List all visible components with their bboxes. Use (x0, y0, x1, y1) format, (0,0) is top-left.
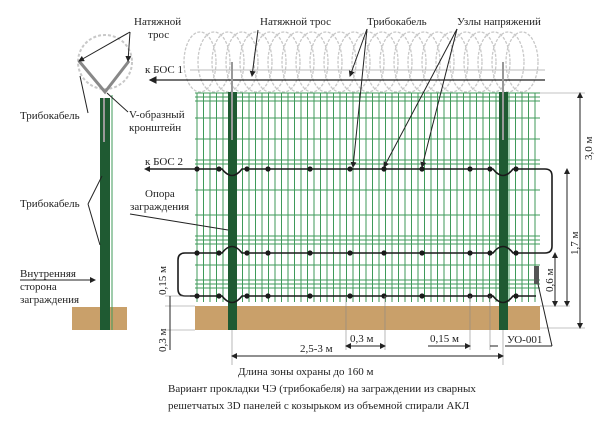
coil-loop (225, 31, 259, 93)
zone-length: Длина зоны охраны до 160 м (238, 366, 373, 378)
front-view: к БОС 1 к БОС 2 Натяжной трос Трибокабел… (129, 16, 553, 330)
stress-node (347, 293, 353, 299)
dim-height-bos2: 1,7 м (569, 232, 581, 256)
stress-node (513, 293, 519, 299)
stress-node (419, 166, 425, 172)
fence-post-left (228, 92, 237, 330)
stress-nodes (194, 166, 519, 299)
stress-node (347, 250, 353, 256)
stress-node (307, 166, 313, 172)
coil-loop (337, 31, 371, 93)
coil-loop (435, 31, 469, 93)
front-soil (195, 306, 540, 330)
coil-loop (463, 31, 497, 93)
stress-node (347, 166, 353, 172)
coil-loop (253, 31, 287, 93)
stress-node (265, 166, 271, 172)
stress-node (419, 250, 425, 256)
side-coil (77, 34, 133, 90)
coil-loop (323, 31, 357, 93)
coil-loop (379, 31, 413, 93)
dim-node-spacing: 0,3 м (350, 333, 374, 345)
label-device: УО-001 (507, 334, 542, 346)
stress-node (307, 250, 313, 256)
label-to-bos1: к БОС 1 (145, 64, 183, 76)
razor-wire-coils (183, 31, 545, 93)
coil-loop (309, 31, 343, 93)
stress-node (381, 166, 387, 172)
stress-node (194, 250, 200, 256)
dim-depth: 0,3 м (157, 329, 169, 353)
stress-node (216, 166, 222, 172)
stress-node (265, 293, 271, 299)
stress-node (216, 250, 222, 256)
stress-node (467, 250, 473, 256)
label-tribocable: Трибокабель (367, 16, 427, 28)
coil-loop (365, 31, 399, 93)
label-inner-side-2: сторона (20, 281, 57, 293)
label-support: Опора (145, 188, 175, 200)
label-stress-nodes: Узлы напряжений (457, 16, 541, 28)
stress-node (513, 166, 519, 172)
side-view: Натяжной трос Трибокабель V-образный кро… (20, 16, 185, 330)
stress-node (487, 166, 493, 172)
coil-loop (239, 31, 273, 93)
coil-loop (267, 31, 301, 93)
label-tribocable-side-lower: Трибокабель (20, 198, 80, 210)
label-tension-rope-side-2: трос (148, 29, 169, 41)
coil-loop (393, 31, 427, 93)
stress-node (307, 293, 313, 299)
stress-node (194, 293, 200, 299)
stress-node (381, 293, 387, 299)
stress-node (244, 293, 250, 299)
label-v-bracket-2: кронштейн (129, 122, 181, 134)
coil-loop (281, 31, 315, 93)
dim-height-total: 3,0 м (583, 137, 595, 161)
coil-loop (295, 31, 329, 93)
coil-loop (491, 31, 525, 93)
coil-loop (449, 31, 483, 93)
label-tribocable-side-upper: Трибокабель (20, 110, 80, 122)
stress-node (487, 250, 493, 256)
stress-node (244, 250, 250, 256)
dim-node-offset: 0,15 м (430, 333, 459, 345)
side-soil (72, 307, 127, 330)
coil-loop (407, 31, 441, 93)
dimensions: 3,0 м 1,7 м 0,6 м 0,15 м 0,3 м 2,5-3 м 0… (157, 92, 595, 365)
stress-node (419, 293, 425, 299)
label-tension-rope-side: Натяжной (134, 16, 181, 28)
coil-loop (477, 31, 511, 93)
label-to-bos2: к БОС 2 (145, 156, 183, 168)
coil-loop (505, 31, 539, 93)
coil-loop (421, 31, 455, 93)
dim-height-lower: 0,6 м (544, 269, 556, 293)
coil-loop (197, 31, 231, 93)
stress-node (194, 166, 200, 172)
device-uo001 (534, 266, 539, 284)
mesh-panel (195, 92, 540, 302)
dim-post-spacing: 2,5-3 м (300, 343, 333, 355)
stress-node (216, 293, 222, 299)
stress-node (244, 166, 250, 172)
stress-node (381, 250, 387, 256)
caption-line-1: Вариант прокладки ЧЭ (трибокабеля) на за… (168, 383, 476, 395)
coil-loop (183, 31, 217, 93)
stress-node (513, 250, 519, 256)
coil-loop (351, 31, 385, 93)
label-support-2: заграждения (130, 201, 189, 213)
side-post (100, 98, 110, 330)
label-inner-side: Внутренняя (20, 268, 76, 280)
stress-node (467, 166, 473, 172)
caption-line-2: решетчатых 3D панелей с козырьком из объ… (168, 400, 470, 412)
dim-offset-bottom: 0,15 м (157, 266, 169, 295)
label-inner-side-3: заграждения (20, 294, 79, 306)
coil-loop (211, 31, 245, 93)
tribocable (150, 168, 553, 304)
label-v-bracket: V-образный (129, 109, 185, 121)
fence-post-right (499, 92, 508, 330)
stress-node (265, 250, 271, 256)
label-tension-rope: Натяжной трос (260, 16, 331, 28)
v-bracket (77, 60, 131, 95)
